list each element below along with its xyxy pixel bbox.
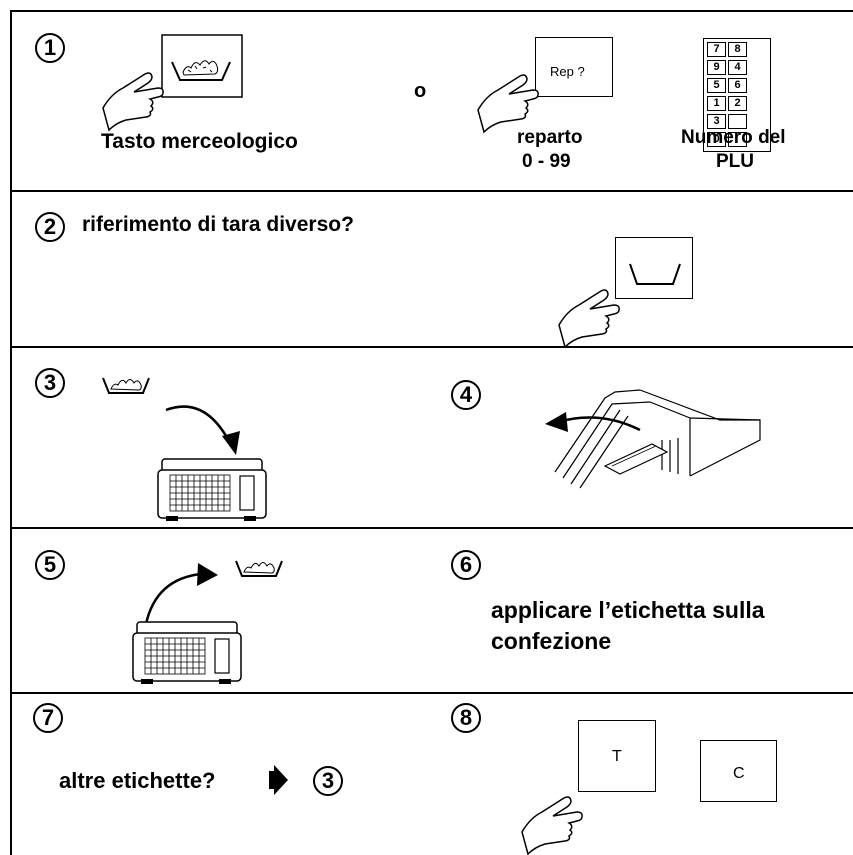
row-divider: [10, 346, 853, 348]
instruction-frame: [10, 10, 853, 855]
tare-key[interactable]: [615, 237, 693, 299]
step-number: 2: [35, 212, 65, 242]
keypad-key[interactable]: 3: [707, 114, 726, 129]
keypad-key[interactable]: 0: [707, 132, 726, 147]
container-tare-icon: [629, 263, 681, 285]
or-label: o: [414, 80, 427, 102]
keypad-key[interactable]: 4: [728, 60, 747, 75]
step-number: 7: [33, 703, 63, 733]
keypad-key[interactable]: [728, 132, 747, 147]
c-key[interactable]: C: [700, 740, 777, 802]
keypad-key[interactable]: 8: [728, 42, 747, 57]
step-number: 3: [35, 368, 65, 398]
tare-question: riferimento di tara diverso?: [82, 213, 354, 236]
keypad-key[interactable]: 1: [707, 96, 726, 111]
step-number: 4: [451, 380, 481, 410]
step-number: 5: [35, 550, 65, 580]
plu-label-line1: Numero del: [681, 127, 786, 148]
rep-key-label: Rep ?: [550, 64, 585, 79]
row-divider: [10, 527, 853, 529]
apply-label-line2: confezione: [491, 628, 612, 654]
keypad-key[interactable]: 7: [707, 42, 726, 57]
step-number: 6: [451, 550, 481, 580]
goto-step-number: 3: [313, 766, 343, 796]
department-label-line2: 0 - 99: [522, 151, 571, 172]
apply-label-line1: applicare l’etichetta sulla: [491, 597, 765, 623]
row-divider: [10, 190, 853, 192]
step-number: 8: [451, 703, 481, 733]
more-labels-question: altre etichette?: [59, 768, 216, 793]
t-key[interactable]: T: [578, 720, 656, 792]
keypad-key[interactable]: 2: [728, 96, 747, 111]
keypad-key[interactable]: [728, 114, 747, 129]
keypad-key[interactable]: 5: [707, 78, 726, 93]
c-key-label: C: [733, 765, 745, 782]
t-key-label: T: [612, 748, 622, 765]
step-number: 1: [35, 33, 65, 63]
department-label-line1: reparto: [517, 127, 583, 148]
keypad-key[interactable]: 6: [728, 78, 747, 93]
rep-key[interactable]: Rep ?: [535, 37, 613, 97]
product-key-label: Tasto merceologico: [101, 130, 298, 153]
plu-label-line2: PLU: [716, 151, 754, 172]
row-divider: [10, 692, 853, 694]
keypad-key[interactable]: 9: [707, 60, 726, 75]
